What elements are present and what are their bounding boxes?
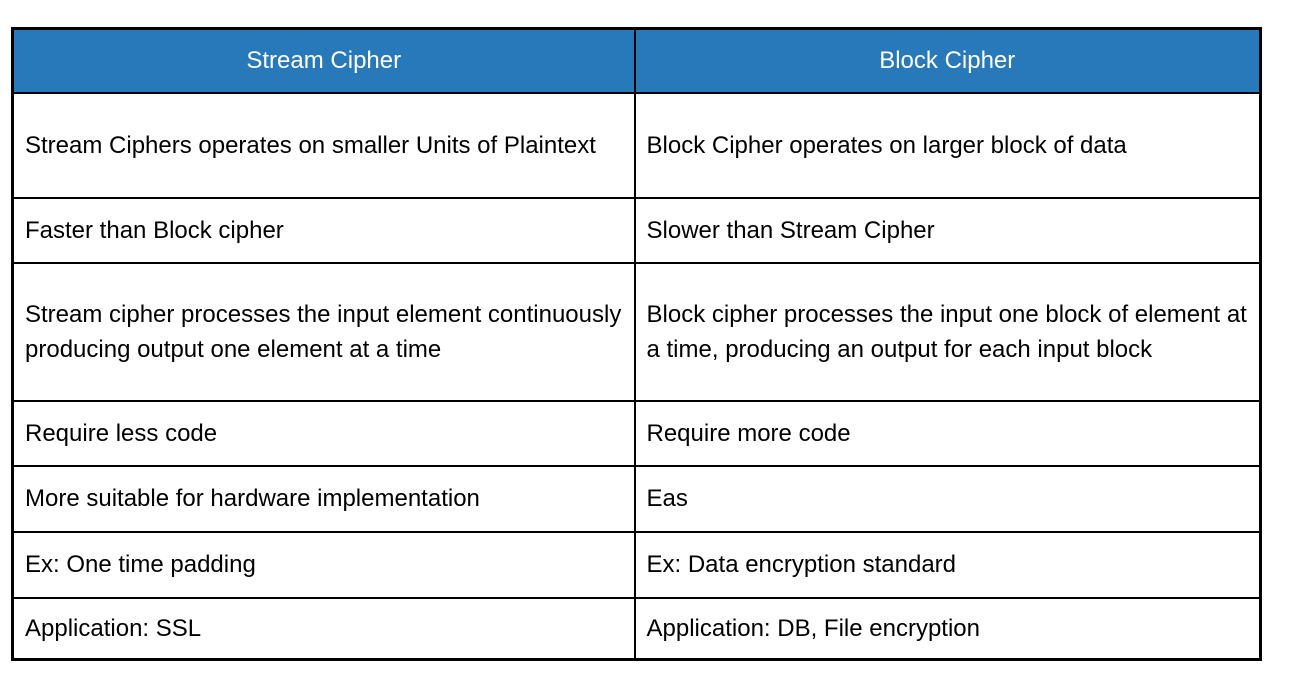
table-cell: Application: DB, File encryption	[633, 596, 1262, 661]
table-cell: Block Cipher operates on larger block of…	[633, 91, 1262, 199]
cipher-comparison-table: Stream Cipher Block Cipher Stream Cipher…	[11, 27, 1262, 661]
table-row: Application: SSL Application: DB, File e…	[11, 596, 1262, 661]
table-cell: More suitable for hardware implementatio…	[11, 464, 636, 533]
table-row: Require less code Require more code	[11, 399, 1262, 467]
column-header-block-cipher: Block Cipher	[633, 27, 1262, 94]
comparison-table-container: Stream Cipher Block Cipher Stream Cipher…	[11, 27, 1262, 661]
table-cell: Faster than Block cipher	[11, 196, 636, 264]
table-cell: Block cipher processes the input one blo…	[633, 261, 1262, 402]
table-row: Stream Ciphers operates on smaller Units…	[11, 91, 1262, 199]
column-header-stream-cipher: Stream Cipher	[11, 27, 636, 94]
table-cell: Application: SSL	[11, 596, 636, 661]
table-cell: Slower than Stream Cipher	[633, 196, 1262, 264]
table-row: More suitable for hardware implementatio…	[11, 464, 1262, 533]
header-row: Stream Cipher Block Cipher	[11, 27, 1262, 94]
table-cell: Stream cipher processes the input elemen…	[11, 261, 636, 402]
table-row: Stream cipher processes the input elemen…	[11, 261, 1262, 402]
table-cell: Ex: One time padding	[11, 530, 636, 599]
table-row: Ex: One time padding Ex: Data encryption…	[11, 530, 1262, 599]
table-cell: Require more code	[633, 399, 1262, 467]
table-row: Faster than Block cipher Slower than Str…	[11, 196, 1262, 264]
table-cell: Stream Ciphers operates on smaller Units…	[11, 91, 636, 199]
table-cell: Require less code	[11, 399, 636, 467]
table-cell: Ex: Data encryption standard	[633, 530, 1262, 599]
table-cell: Eas	[633, 464, 1262, 533]
